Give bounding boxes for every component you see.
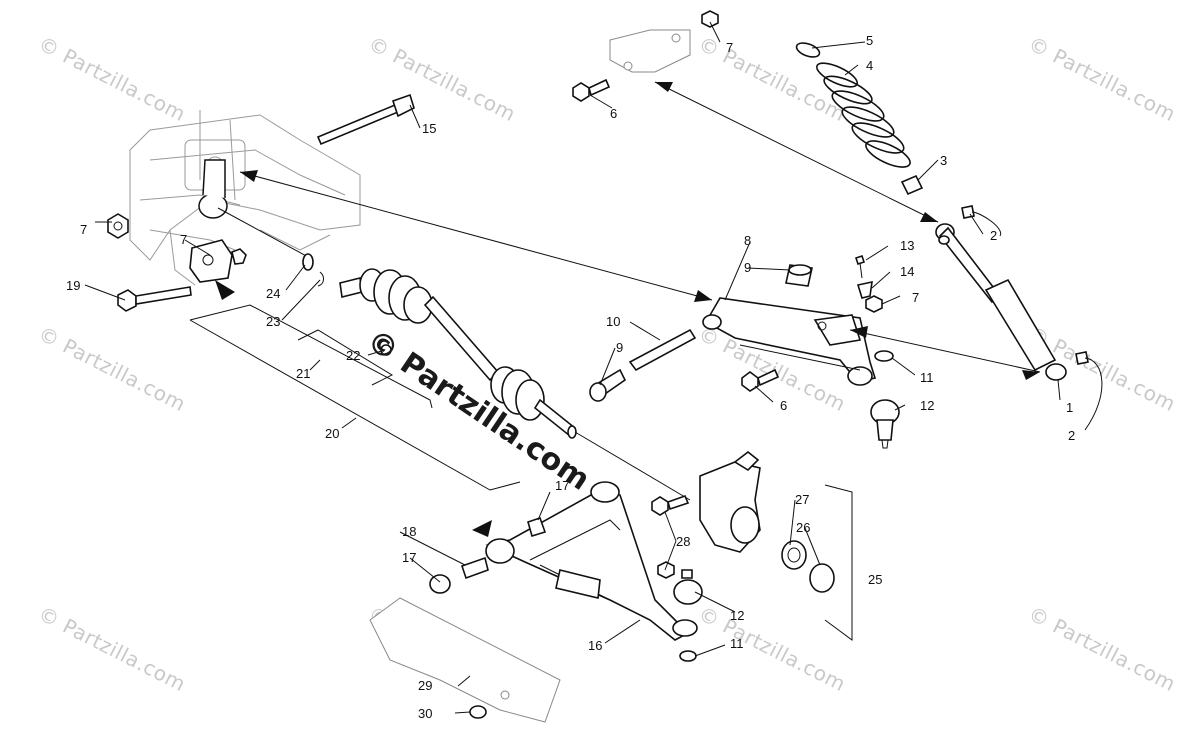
part-bushing-9-upper: [785, 264, 813, 287]
callout-7-bracket: 7: [180, 232, 187, 247]
callout-17-lower: 17: [402, 550, 416, 565]
part-ball-joint-12-lower: [673, 569, 703, 605]
callout-2-top: 2: [990, 228, 997, 243]
callout-4: 4: [866, 58, 873, 73]
leader-shaft-right: [574, 431, 691, 501]
part-spring-4: [815, 62, 911, 168]
part-ring-26: [809, 563, 835, 593]
part-shock-absorber-1: [935, 223, 1067, 381]
callout-9-upper: 9: [744, 260, 751, 275]
callout-3: 3: [940, 153, 947, 168]
callout-14: 14: [900, 264, 914, 279]
part-nut-7-arm: [865, 295, 883, 313]
part-upper-a-arm-8: [702, 297, 877, 386]
callout-30: 30: [418, 706, 432, 721]
part-sleeve-10: [628, 328, 697, 372]
callout-5: 5: [866, 33, 873, 48]
part-screw-13: [854, 254, 866, 279]
part-bearing-27: [781, 540, 807, 570]
callout-20: 20: [325, 426, 339, 441]
callout-22: 22: [346, 348, 360, 363]
callout-11-lower: 11: [730, 636, 744, 651]
callout-28: 28: [676, 534, 690, 549]
callout-29: 29: [418, 678, 432, 693]
callout-18: 18: [402, 524, 416, 539]
part-clip-23: [317, 271, 324, 287]
part-nut-28-bottom: [657, 561, 675, 579]
part-circlip-11-lower: [679, 650, 697, 662]
callout-7-arm: 7: [912, 290, 919, 305]
callout-9-lower: 9: [616, 340, 623, 355]
callout-21: 21: [296, 366, 310, 381]
part-bushing-9-lower: [589, 368, 627, 402]
part-skid-plate-29: [369, 597, 561, 723]
callout-19: 19: [66, 278, 80, 293]
part-bracket-left: [189, 239, 247, 283]
arrow-marker-left: [215, 280, 235, 300]
part-bolt-28-top: [651, 494, 690, 516]
part-bushing-2-bottom: [1075, 351, 1089, 365]
part-screw-30: [469, 705, 487, 719]
part-bolt-19: [117, 286, 192, 312]
part-drive-shaft-20: [339, 268, 577, 439]
callout-6-top: 6: [610, 106, 617, 121]
callout-27: 27: [795, 492, 809, 507]
part-retainer-3: [900, 174, 924, 196]
callout-26: 26: [796, 520, 810, 535]
callout-15: 15: [422, 121, 436, 136]
part-nut-7-top: [701, 10, 719, 28]
callout-2-bottom: 2: [1068, 428, 1075, 443]
callout-13: 13: [900, 238, 914, 253]
part-circlip-11-upper: [874, 350, 894, 362]
part-steering-knuckle: [699, 450, 761, 553]
part-sleeve-18: [460, 556, 489, 580]
callout-10: 10: [606, 314, 620, 329]
part-bushing-17-lower: [429, 574, 451, 594]
callout-11-upper: 11: [920, 370, 934, 385]
callout-12-lower: 12: [730, 608, 744, 623]
arrow-marker-lower: [472, 520, 492, 537]
callout-24: 24: [266, 286, 280, 301]
callout-23: 23: [266, 314, 280, 329]
callout-numbers: 1 2 2 3 4 5 6 6 7 7 7 7 8 9 9 10 11 11 1…: [66, 33, 1075, 721]
callout-7-top: 7: [726, 40, 733, 55]
part-clip-14: [856, 280, 873, 299]
callout-1: 1: [1066, 400, 1073, 415]
callout-7-left: 7: [80, 222, 87, 237]
part-ring-22: [380, 344, 392, 356]
callout-25: 25: [868, 572, 882, 587]
part-mount-bracket-top: [609, 29, 691, 73]
part-bolt-6-arm: [741, 368, 780, 392]
part-bolt-6-top: [572, 78, 611, 102]
part-nut-7-left: [107, 213, 129, 239]
callout-12-upper: 12: [920, 398, 934, 413]
callout-8: 8: [744, 233, 751, 248]
leader-shaft-left: [217, 207, 311, 259]
part-bushing-17-upper: [527, 516, 547, 538]
part-ring-24: [302, 253, 314, 271]
leader-frame-to-arm: [239, 171, 713, 301]
part-bolt-15: [316, 93, 421, 146]
frame-assembly: [129, 110, 361, 286]
callout-leaders: [84, 21, 1103, 714]
part-collar-5: [795, 42, 821, 58]
part-ball-joint-12-upper: [870, 399, 900, 449]
callout-17-upper: 17: [555, 478, 569, 493]
callout-6-arm: 6: [780, 398, 787, 413]
callout-16: 16: [588, 638, 602, 653]
